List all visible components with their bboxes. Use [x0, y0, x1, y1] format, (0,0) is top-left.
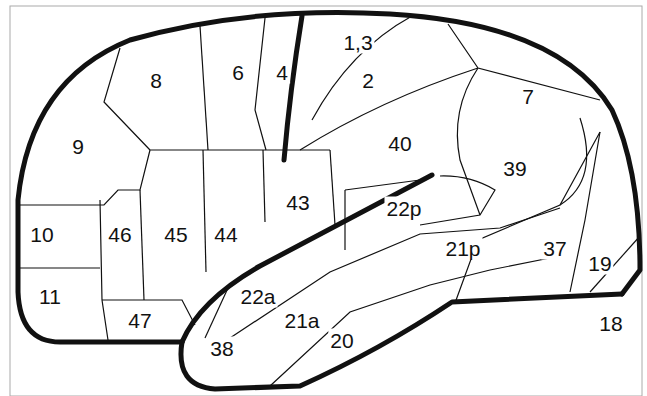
- area-number: 6: [230, 61, 246, 84]
- area-number: 21a: [282, 309, 321, 332]
- area-number: 21p: [443, 237, 482, 260]
- area-number: 37: [541, 237, 568, 260]
- area-number: 40: [386, 132, 413, 155]
- area-number: 4: [274, 61, 290, 84]
- area-number: 22p: [384, 197, 423, 220]
- area-number: 22a: [238, 285, 277, 308]
- area-number: 19: [586, 252, 613, 275]
- area-number: 39: [501, 157, 528, 180]
- area-number: 46: [106, 223, 133, 246]
- area-number: 18: [597, 312, 624, 335]
- area-number: 7: [520, 85, 536, 108]
- area-number: 38: [208, 337, 235, 360]
- area-number: 9: [70, 135, 86, 158]
- area-number: 47: [126, 309, 153, 332]
- area-number: 20: [328, 329, 355, 352]
- area-number: 8: [148, 69, 164, 92]
- area-number: 2: [360, 69, 376, 92]
- area-number: 11: [37, 285, 63, 308]
- area-number: 1,3: [341, 31, 374, 54]
- area-number: 43: [284, 191, 311, 214]
- area-number: 10: [28, 223, 55, 246]
- area-number: 45: [162, 223, 189, 246]
- area-number: 44: [212, 223, 239, 246]
